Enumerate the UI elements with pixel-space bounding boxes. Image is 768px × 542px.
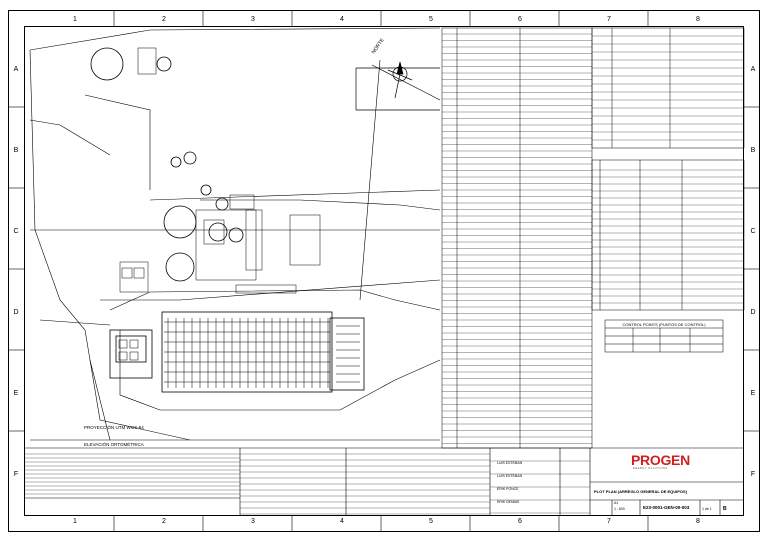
revision-letter: B: [723, 506, 727, 512]
zone-col-label: 7: [607, 518, 611, 525]
drawing-number: E23-0001-GEN-00-003: [643, 505, 690, 510]
zone-row-label: D: [750, 309, 756, 316]
elevation-label: ELEVACIÓN ORTOMÉTRICA: [84, 442, 144, 447]
title-block: [24, 447, 744, 516]
drawn-by: LUIS ESTEBAN: [497, 461, 523, 465]
drawing-title: PLOT PLAN (ARREGLO GENERAL DE EQUIPOS): [594, 489, 688, 494]
sheet-size: A1: [614, 501, 619, 505]
north-arrow-icon: [355, 61, 440, 111]
zone-col-label: 5: [429, 518, 433, 525]
utm-projection-label: PROYECCIÓN UTM WGS-84: [84, 425, 144, 430]
zone-col-label: 5: [429, 16, 433, 23]
schedule-tables: [441, 27, 745, 449]
zone-row-label: C: [13, 228, 19, 235]
zone-row-label: F: [13, 471, 19, 478]
zone-row-label: E: [750, 390, 756, 397]
zone-col-label: 1: [73, 518, 77, 525]
zone-row-label: A: [750, 66, 756, 73]
checked-by: LUIS ESTEBAN: [497, 474, 523, 478]
zone-col-label: 6: [518, 518, 522, 525]
zone-col-label: 8: [696, 518, 700, 525]
zone-col-label: 3: [251, 518, 255, 525]
project-by: ERIK DENNIS: [497, 500, 520, 504]
zone-col-label: 2: [162, 16, 166, 23]
zone-row-label: F: [750, 471, 756, 478]
zone-col-label: 4: [340, 518, 344, 525]
zone-col-label: 4: [340, 16, 344, 23]
zone-row-label: C: [750, 228, 756, 235]
company-logo: PROGEN: [631, 452, 690, 468]
zone-row-label: B: [750, 147, 756, 154]
approved-by: ERIK PONCE: [497, 487, 519, 491]
sheet-inner-border: [24, 26, 744, 516]
zone-col-label: 3: [251, 16, 255, 23]
north-label: NORTE: [371, 37, 386, 55]
zone-row-label: B: [13, 147, 19, 154]
zone-col-label: 2: [162, 518, 166, 525]
company-tagline: ENERGY SOLUTIONS: [633, 467, 668, 470]
zone-col-label: 1: [73, 16, 77, 23]
zone-row-label: E: [13, 390, 19, 397]
drawing-scale: 1 : 600: [614, 507, 625, 511]
zone-col-label: 6: [518, 16, 522, 23]
zone-col-label: 8: [696, 16, 700, 23]
equipment-block: [109, 311, 365, 393]
zone-col-label: 7: [607, 16, 611, 23]
sheet-number: 1 de 1: [702, 507, 712, 511]
zone-row-label: A: [13, 66, 19, 73]
zone-row-label: D: [13, 309, 19, 316]
zone-ticks: [8, 10, 760, 532]
sheet-outer-border: [8, 10, 760, 532]
control-points-title: CONTROL POINTS (PUNTOS DE CONTROL): [622, 322, 706, 327]
